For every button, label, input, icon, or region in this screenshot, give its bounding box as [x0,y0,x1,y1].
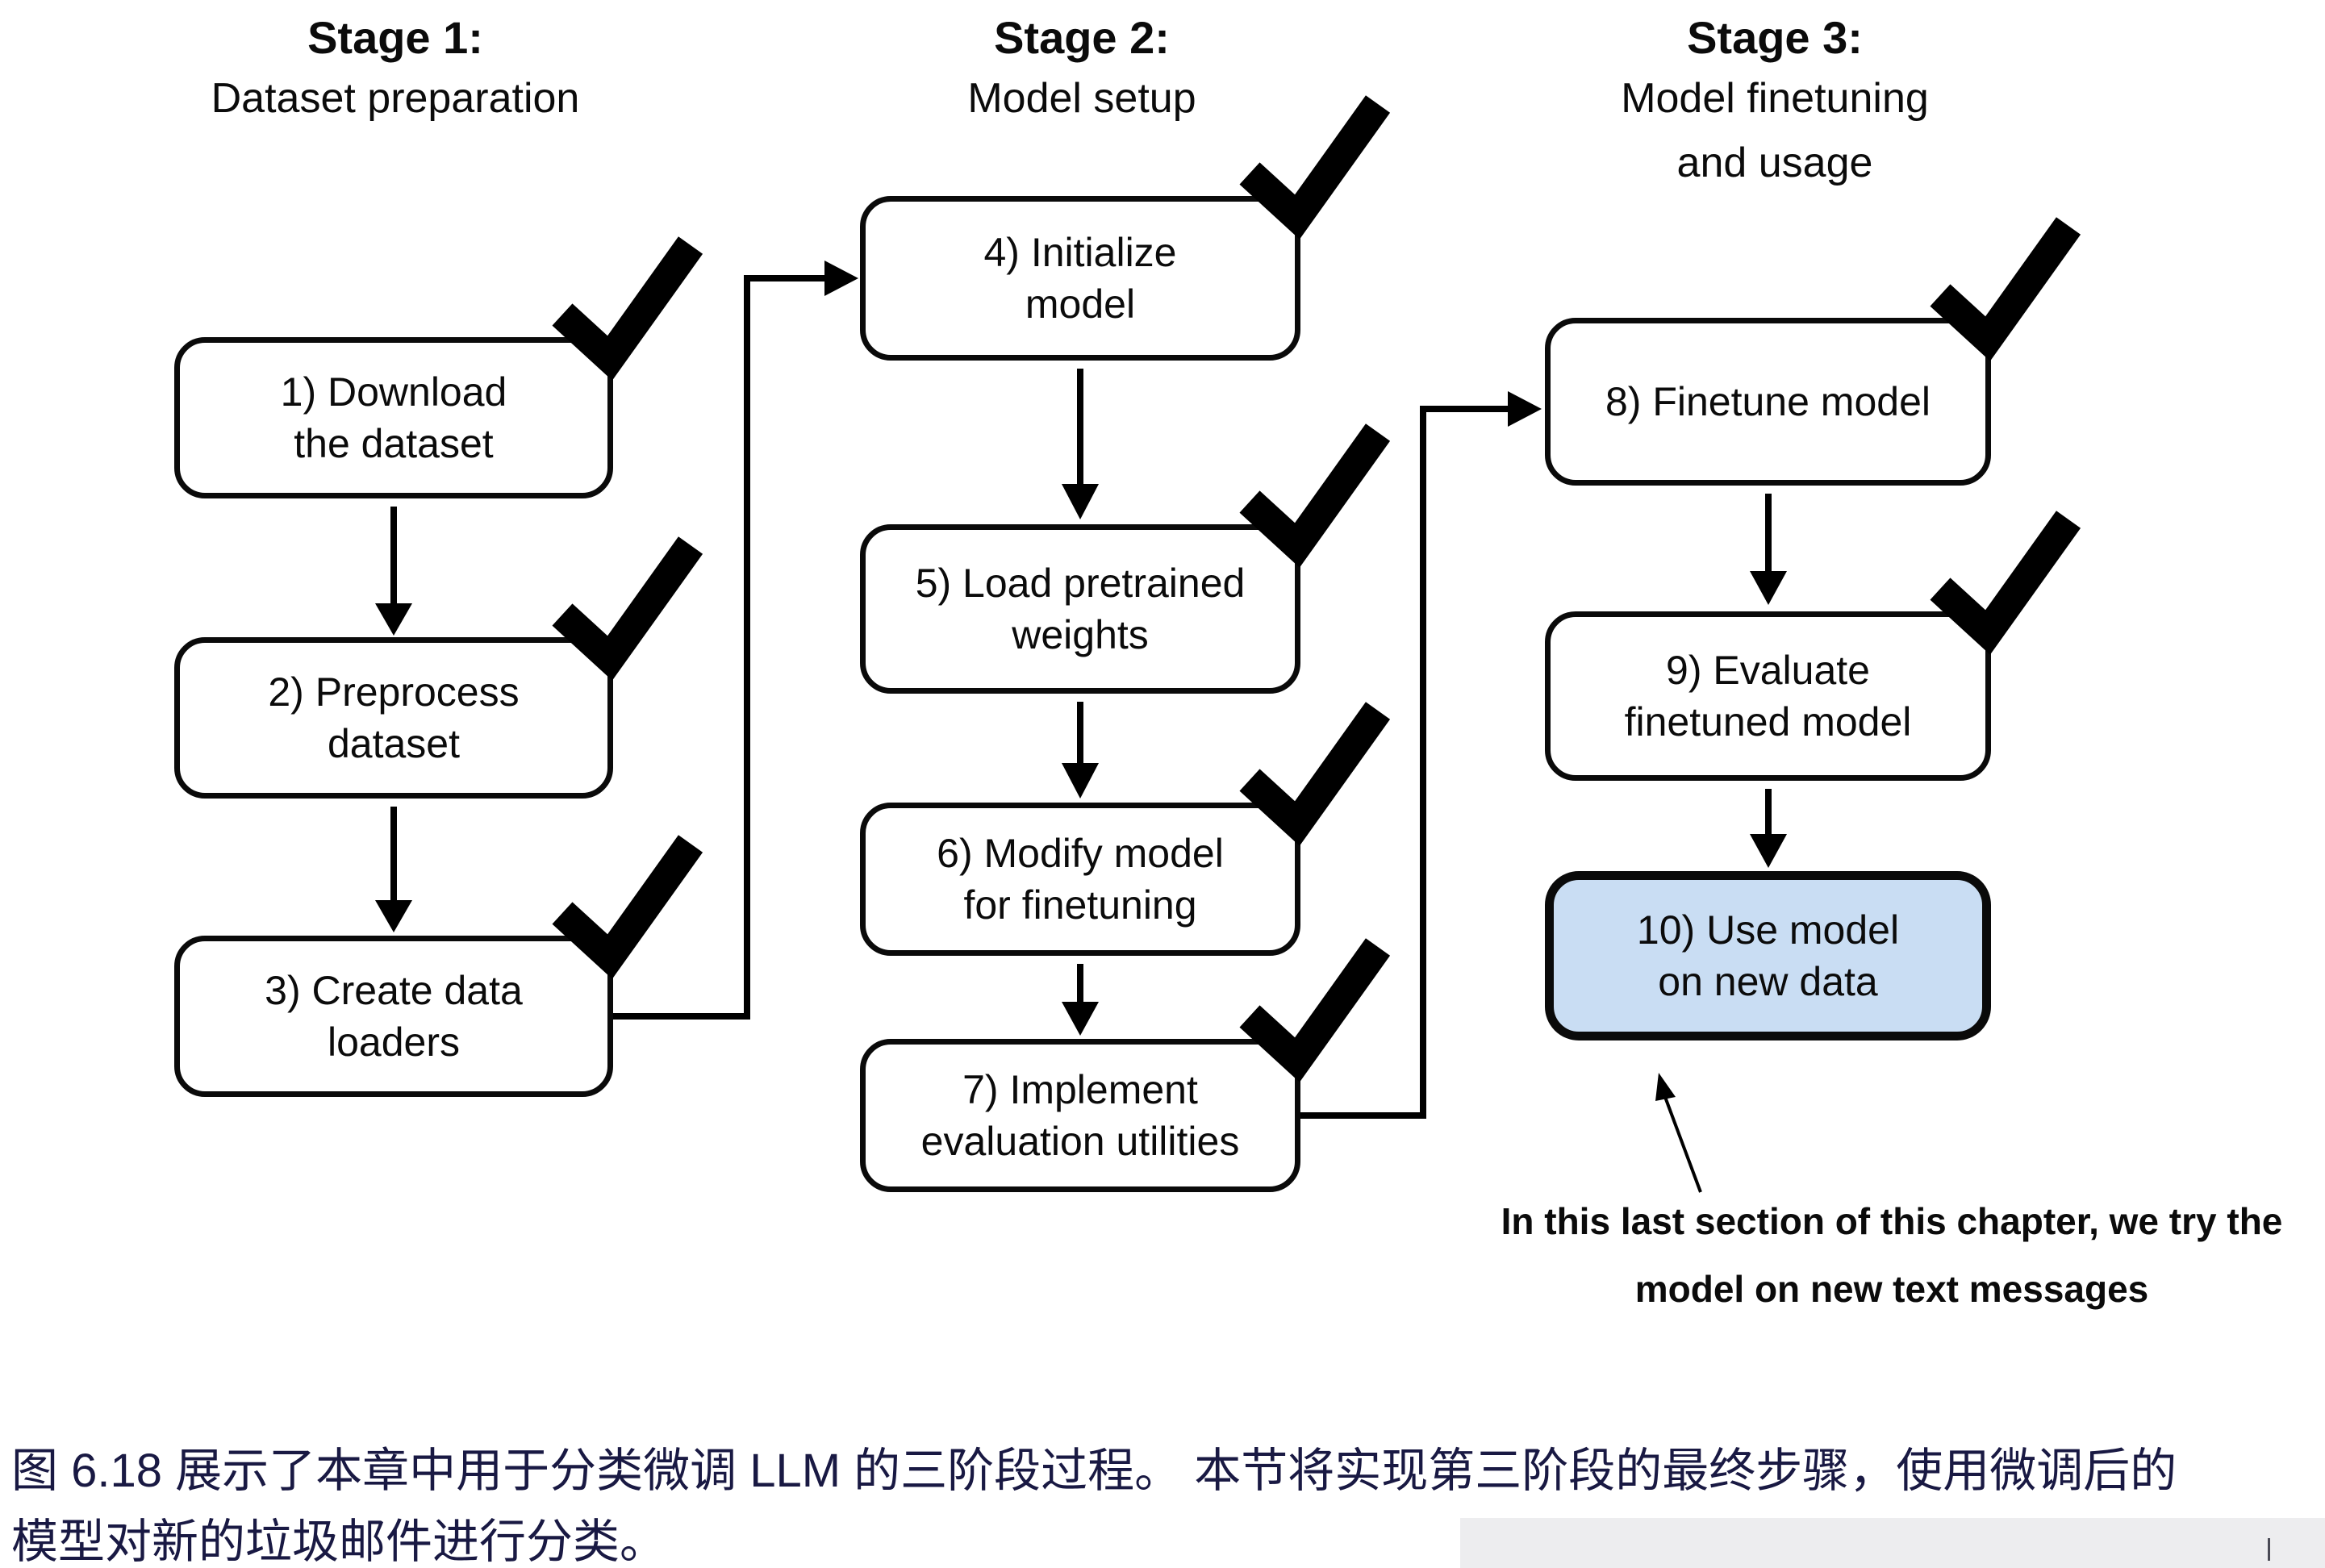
box-5-load-pretrained-weights: 5) Load pretrained weights [860,524,1300,694]
box-label-line: 4) Initialize [983,230,1177,275]
stage-1-subtitle: Dataset preparation [211,75,580,122]
box-label-line: 6) Modify model [937,831,1224,876]
box-label-line: 9) Evaluate [1666,648,1870,693]
stage-3-header: Stage 3: Model finetuning and usage [1517,10,2033,195]
arrow-down-icon [1062,369,1099,519]
box-label-line: 2) Preprocess [268,669,520,715]
box-8-finetune-model: 8) Finetune model [1545,318,1991,486]
box-label-line: model [1025,281,1136,327]
stage-2-subtitle: Model setup [967,75,1196,122]
stage-2-header: Stage 2: Model setup [824,10,1340,131]
stage-1-title: Stage 1: [307,12,483,63]
stage-3-subtitle-line2: and usage [1676,140,1873,186]
box-label-line: on new data [1658,959,1878,1004]
box-label-line: the dataset [294,421,494,466]
box-7-implement-evaluation-utilities: 7) Implement evaluation utilities [860,1039,1300,1192]
bottom-gray-strip [1460,1518,2325,1568]
box-label-line: 8) Finetune model [1605,379,1931,424]
arrow-down-icon [1062,702,1099,799]
stage-2-title: Stage 2: [994,12,1170,63]
arrow-down-icon [375,807,412,932]
caption-line: 图 6.18 展示了本章中用于分类微调 LLM 的三阶段过程。 本节将实现第三阶… [11,1445,2177,1497]
annotation-line: model on new text messages [1634,1268,2149,1310]
text-cursor [2268,1538,2270,1561]
box-label-line: 1) Download [280,369,507,415]
box-label-line: loaders [328,1020,460,1065]
box-6-modify-model: 6) Modify model for finetuning [860,803,1300,956]
box-label-line: evaluation utilities [920,1119,1240,1164]
arrow-down-icon [1062,964,1099,1036]
box-label-line: for finetuning [963,882,1197,928]
elbow-connector-stage2-to-stage3 [1300,391,1542,1119]
box-2-preprocess-dataset: 2) Preprocess dataset [174,637,613,799]
box-4-initialize-model: 4) Initialize model [860,196,1300,361]
annotation-arrow-icon [1655,1073,1702,1193]
figure-caption: 图 6.18 展示了本章中用于分类微调 LLM 的三阶段过程。 本节将实现第三阶… [11,1436,2319,1568]
box-label-line: 10) Use model [1636,907,1900,953]
box-label-line: 7) Implement [962,1067,1198,1112]
stage-3-title: Stage 3: [1687,12,1863,63]
box-label-line: finetuned model [1624,699,1912,744]
arrow-down-icon [1750,789,1787,868]
annotation-line: In this last section of this chapter, we… [1501,1200,2283,1242]
box-10-use-model-on-new-data: 10) Use model on new data [1545,871,1991,1040]
box-9-evaluate-finetuned-model: 9) Evaluate finetuned model [1545,611,1991,781]
arrow-down-icon [1750,494,1787,605]
box-3-create-data-loaders: 3) Create data loaders [174,936,613,1097]
box-label-line: 3) Create data [265,968,523,1013]
stage-1-header: Stage 1: Dataset preparation [137,10,653,131]
elbow-connector-stage1-to-stage2 [613,261,858,1020]
box-label-line: 5) Load pretrained [915,561,1246,606]
box-1-download-dataset: 1) Download the dataset [174,337,613,498]
arrow-down-icon [375,507,412,636]
annotation-note: In this last section of this chapter, we… [1448,1187,2325,1323]
stage-3-subtitle: Model finetuning [1621,75,1929,122]
box-label-line: dataset [327,721,460,766]
box-label-line: weights [1012,612,1149,657]
caption-line: 模型对新的垃圾邮件进行分类。 [11,1516,667,1568]
